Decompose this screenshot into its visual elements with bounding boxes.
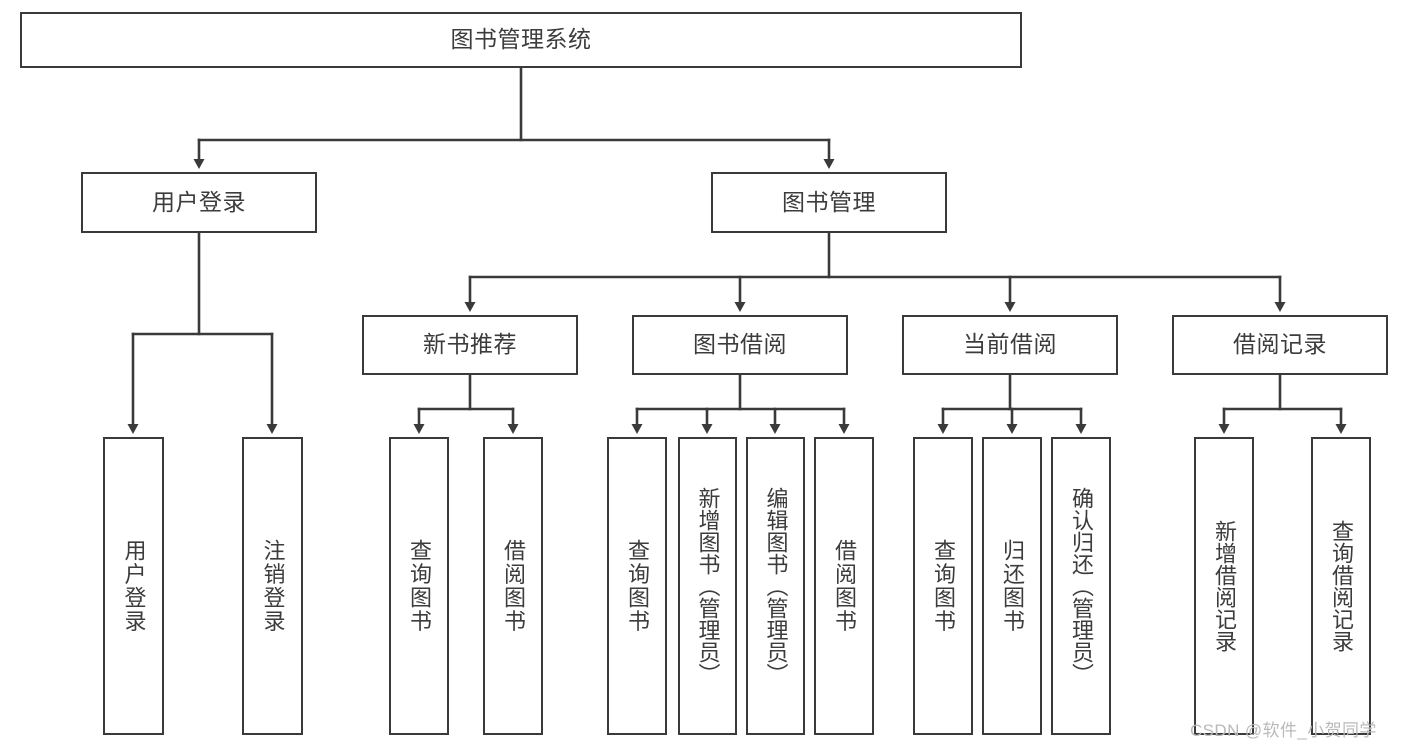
node-leaf-query-book-current[interactable]: 查询图书 (913, 437, 973, 735)
node-leaf-query-book-borrow[interactable]: 查询图书 (607, 437, 667, 735)
node-book-management[interactable]: 图书管理 (711, 172, 947, 233)
csdn-watermark: CSDN @软件_小贺同学 (1190, 721, 1377, 740)
node-leaf-query-borrow-record[interactable]: 查询借阅记录 (1311, 437, 1371, 735)
node-leaf-add-borrow-record[interactable]: 新增借阅记录 (1194, 437, 1254, 735)
node-root-system[interactable]: 图书管理系统 (20, 12, 1022, 68)
node-leaf-borrow-book-recommend[interactable]: 借阅图书 (483, 437, 543, 735)
node-leaf-borrow-book[interactable]: 借阅图书 (814, 437, 874, 735)
node-leaf-return-book[interactable]: 归还图书 (982, 437, 1042, 735)
node-leaf-user-login[interactable]: 用户登录 (103, 437, 164, 735)
node-leaf-edit-book[interactable]: 编辑图书（管理员） (746, 437, 805, 735)
node-user-login[interactable]: 用户登录 (81, 172, 317, 233)
node-new-book-recommend[interactable]: 新书推荐 (362, 315, 578, 375)
node-leaf-confirm-return[interactable]: 确认归还（管理员） (1051, 437, 1111, 735)
node-borrow-record[interactable]: 借阅记录 (1172, 315, 1388, 375)
node-leaf-query-book-recommend[interactable]: 查询图书 (389, 437, 449, 735)
node-book-borrow[interactable]: 图书借阅 (632, 315, 848, 375)
node-current-borrow[interactable]: 当前借阅 (902, 315, 1118, 375)
node-leaf-user-logout[interactable]: 注销登录 (242, 437, 303, 735)
node-leaf-add-book[interactable]: 新增图书（管理员） (678, 437, 737, 735)
